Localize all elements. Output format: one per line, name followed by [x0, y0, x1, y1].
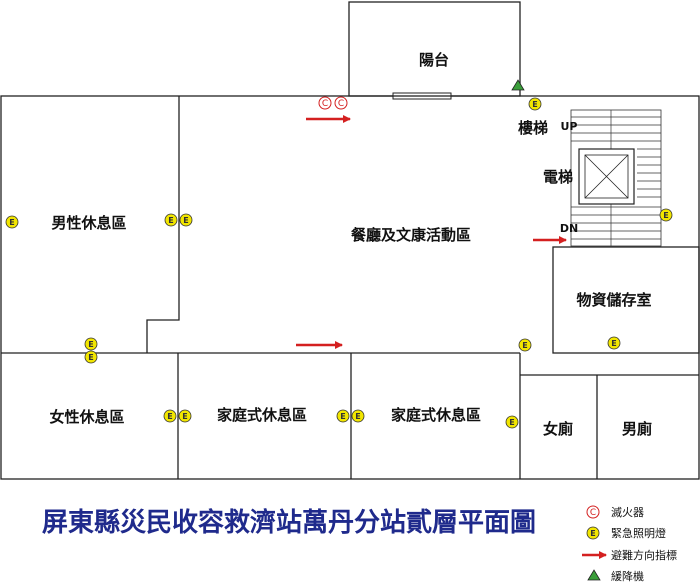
emergency-light-icon	[586, 526, 600, 540]
men-toilet-label: 男廁	[622, 420, 652, 438]
emergency-light-icon: E	[659, 208, 673, 222]
male-rest-label: 男性休息區	[51, 214, 126, 232]
male-rest-wall	[146, 96, 180, 353]
svg-text:E: E	[532, 100, 537, 109]
emergency-light-icon: E	[163, 409, 177, 423]
emergency-light-icon: E	[164, 213, 178, 227]
family-rest-1-label: 家庭式休息區	[217, 406, 307, 424]
svg-text:E: E	[611, 339, 616, 348]
emergency-light-icon: E	[5, 215, 19, 229]
svg-text:E: E	[522, 341, 527, 350]
svg-text:E: E	[88, 340, 93, 349]
svg-text:E: E	[590, 529, 595, 538]
staircase	[570, 109, 662, 247]
legend-label: 滅火器	[611, 506, 644, 519]
extinguisher-icon: C	[318, 96, 332, 110]
emergency-light-icon: E	[179, 213, 193, 227]
elevator-label: 電梯	[543, 168, 573, 186]
svg-text:E: E	[509, 418, 514, 427]
extinguisher-icon	[586, 505, 600, 519]
svg-text:E: E	[183, 216, 188, 225]
emergency-light-icon: E	[518, 338, 532, 352]
stairs-down-label: DN	[560, 222, 578, 235]
svg-text:E: E	[167, 412, 172, 421]
storage-outline	[552, 246, 700, 354]
emergency-light-icon: E	[336, 409, 350, 423]
svg-text:C: C	[322, 99, 328, 109]
descender-icon	[587, 569, 601, 581]
svg-text:C: C	[338, 99, 344, 109]
stairs-label: 樓梯	[518, 119, 548, 137]
family-rest-2-label: 家庭式休息區	[391, 406, 481, 424]
stairs-up-label: UP	[561, 120, 578, 133]
elevator-shaft	[578, 148, 635, 205]
balcony-label: 陽台	[419, 51, 449, 69]
descender-icon	[511, 79, 525, 91]
legend-label: 緩降機	[611, 569, 644, 583]
women-toilet-label: 女廁	[543, 420, 573, 438]
emergency-light-icon: E	[84, 337, 98, 351]
balcony-outline	[348, 1, 521, 97]
emergency-light-icon: E	[505, 415, 519, 429]
svg-text:E: E	[663, 211, 668, 220]
legend: C 滅火器 E 緊急照明燈 避難方向指標 緩降機	[582, 505, 677, 583]
legend-label: 緊急照明燈	[611, 526, 666, 540]
svg-text:C: C	[590, 508, 596, 518]
female-rest-label: 女性休息區	[49, 408, 124, 426]
svg-text:E: E	[355, 412, 360, 421]
legend-extinguisher: C 滅火器	[586, 505, 644, 519]
svg-text:E: E	[340, 412, 345, 421]
emergency-light-icon: E	[178, 409, 192, 423]
extinguisher-icon: C	[334, 96, 348, 110]
emergency-light-icon: E	[607, 336, 621, 350]
svg-text:E: E	[168, 216, 173, 225]
svg-text:E: E	[88, 353, 93, 362]
legend-evacuation: 避難方向指標	[582, 548, 677, 562]
emergency-light-icon: E	[351, 409, 365, 423]
emergency-light-icon: E	[528, 97, 542, 111]
svg-text:E: E	[9, 218, 14, 227]
dining-label: 餐廳及文康活動區	[351, 226, 471, 244]
legend-label: 避難方向指標	[611, 548, 677, 562]
svg-text:E: E	[182, 412, 187, 421]
plan-title: 屏東縣災民收容救濟站萬丹分站貳層平面圖	[42, 507, 536, 538]
emergency-light-icon: E	[84, 350, 98, 364]
legend-emergency-light: E 緊急照明燈	[586, 526, 666, 540]
legend-descender: 緩降機	[587, 569, 644, 583]
storage-label: 物資儲存室	[576, 291, 651, 309]
